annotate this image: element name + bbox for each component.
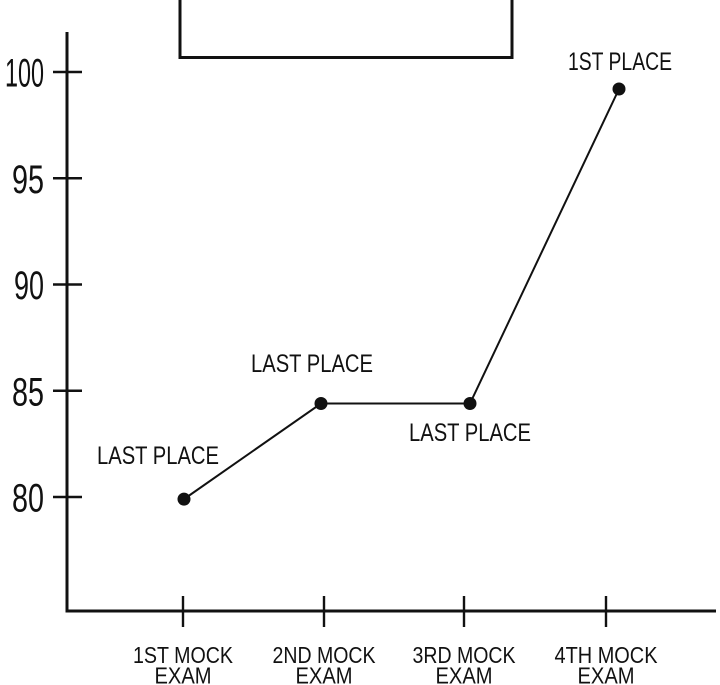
category-label: 3RD MOCK [413,642,517,668]
y-tick-label: 85 [12,370,44,414]
point-label: LAST PLACE [251,350,373,378]
category-label: EXAM [578,663,635,685]
category-label: 4TH MOCK [555,642,659,668]
data-point [463,397,477,410]
point-label: LAST PLACE [409,419,531,447]
data-point [612,82,626,96]
empty-title-box [178,0,514,59]
point-label: 1ST PLACE [568,48,672,76]
y-tick-label: 95 [12,158,44,202]
category-label: EXAM [296,663,353,685]
category-label: EXAM [155,663,212,685]
y-tick-label: 80 [12,477,44,521]
point-label: LAST PLACE [97,442,219,470]
category-label: 2ND MOCK [273,642,377,668]
y-tick-label: 90 [14,264,44,308]
data-point [314,397,328,410]
data-point [177,492,191,506]
category-label: EXAM [436,663,493,685]
series-line [183,88,620,500]
category-label: 1ST MOCK [133,642,234,668]
y-tick-label: 100 [5,52,44,96]
